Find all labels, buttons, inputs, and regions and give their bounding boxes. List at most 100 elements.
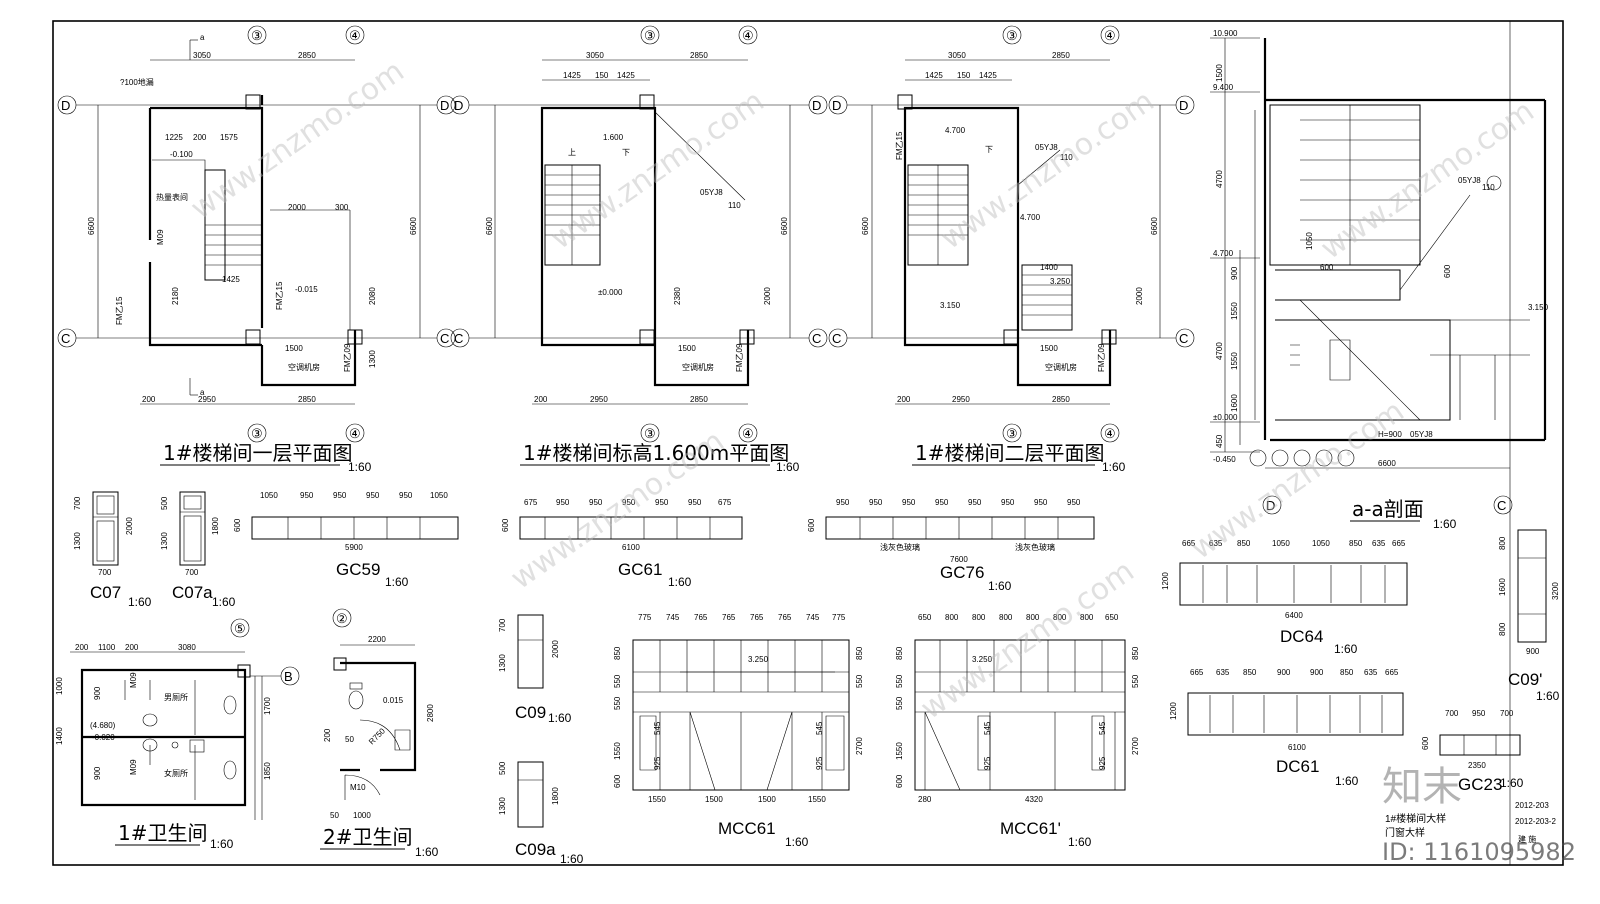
axis-d-section: D bbox=[1266, 498, 1275, 513]
plan-ground-floor: ③ ④ 3050 2850 a ?100地漏 D C D C 1225 200 … bbox=[57, 25, 456, 474]
level-label: 4.700 bbox=[1020, 213, 1041, 222]
dim-label: 2800 bbox=[426, 704, 435, 722]
sheet-frame bbox=[52, 20, 1564, 866]
dim-label: 650 bbox=[918, 613, 932, 622]
dim-label: 280 bbox=[918, 795, 932, 804]
dim-label: 2850 bbox=[298, 51, 316, 60]
dim-label: 1550 bbox=[1230, 352, 1239, 370]
level-label: 3.150 bbox=[1528, 303, 1549, 312]
axis-c-right: C bbox=[812, 331, 821, 346]
room-label: 热量表间 bbox=[156, 192, 188, 202]
dim-label: 2180 bbox=[171, 287, 180, 305]
dim-label: 635 bbox=[1209, 539, 1223, 548]
dim-label: 500 bbox=[160, 496, 169, 510]
dim-label: 600 bbox=[807, 518, 816, 532]
door-window-mcc61-prime: 650 800 800 800 800 800 800 650 3.250 85… bbox=[895, 613, 1140, 849]
dim-label: 550 bbox=[895, 674, 904, 688]
brand-logo: 知末 bbox=[1382, 764, 1462, 810]
dim-label: 200 bbox=[897, 395, 911, 404]
dim-label: 6600 bbox=[485, 217, 494, 235]
dim-label: 545 bbox=[1098, 721, 1107, 735]
dim-label: 950 bbox=[869, 498, 883, 507]
image-id: ID: 1161095982 bbox=[1382, 838, 1576, 866]
dim-label: 950 bbox=[1034, 498, 1048, 507]
door-label: FM乙09 bbox=[1097, 343, 1106, 372]
dim-label: 1500 bbox=[678, 344, 696, 353]
axis-4-top: ④ bbox=[1104, 28, 1116, 43]
dim-label: 850 bbox=[895, 646, 904, 660]
dim-label: 1850 bbox=[263, 762, 272, 780]
window-c09a: 500 1300 1800 C09a 1:60 bbox=[498, 761, 584, 866]
dim-label: 1500 bbox=[285, 344, 303, 353]
level-label: 0.015 bbox=[383, 696, 404, 705]
dim-label: 950 bbox=[300, 491, 314, 500]
dim-label: 950 bbox=[1067, 498, 1081, 507]
dim-label: 1550 bbox=[648, 795, 666, 804]
dim-label: 900 bbox=[1526, 647, 1540, 656]
watermark-layer: www.znzmo.com www.znzmo.com www.znzmo.co… bbox=[185, 54, 1576, 866]
window-name: C09a bbox=[515, 840, 556, 859]
dim-label: 2080 bbox=[368, 287, 377, 305]
section-title: a-a剖面 bbox=[1352, 497, 1424, 521]
window-scale: 1:60 bbox=[128, 595, 152, 609]
section-mark: a bbox=[200, 33, 205, 42]
dim-label: 50 bbox=[345, 735, 354, 744]
discipline-label: 建 施 bbox=[1518, 834, 1536, 844]
glass-note: 浅灰色玻璃 bbox=[880, 542, 920, 552]
level-label: ±0.000 bbox=[1213, 413, 1238, 422]
level-label: 3.250 bbox=[972, 655, 993, 664]
dim-label: 2350 bbox=[1468, 761, 1486, 770]
level-label: 10.900 bbox=[1213, 29, 1238, 38]
dim-label: 950 bbox=[836, 498, 850, 507]
window-dc61: 665 635 850 900 900 850 635 665 1200 610… bbox=[1169, 668, 1404, 788]
dim-label: 850 bbox=[1237, 539, 1251, 548]
glass-note: 浅灰色玻璃 bbox=[1015, 542, 1055, 552]
dim-label: 665 bbox=[1385, 668, 1399, 677]
dim-label: 1550 bbox=[808, 795, 826, 804]
dim-label: 765 bbox=[750, 613, 764, 622]
room-label: 男厕所 bbox=[164, 692, 188, 702]
door-label: M10 bbox=[350, 783, 366, 792]
dim-label: 700 bbox=[185, 568, 199, 577]
dim-label: 800 bbox=[1498, 536, 1507, 550]
dim-label: 600 bbox=[895, 774, 904, 788]
dim-label: 550 bbox=[895, 696, 904, 710]
dim-label: 1600 bbox=[1498, 578, 1507, 596]
door-label: M09 bbox=[156, 229, 165, 245]
door-name: MCC61 bbox=[718, 819, 776, 838]
dim-label: 700 bbox=[73, 496, 82, 510]
plan-scale: 1:60 bbox=[348, 460, 372, 474]
axis-d-left: D bbox=[61, 98, 70, 113]
dim-label: 600 bbox=[233, 518, 242, 532]
dim-label: 6600 bbox=[409, 217, 418, 235]
dim-label: 545 bbox=[815, 721, 824, 735]
dim-label: 800 bbox=[1080, 613, 1094, 622]
dim-label: 6600 bbox=[87, 217, 96, 235]
window-name: C09' bbox=[1508, 670, 1542, 689]
axis-4-top: ④ bbox=[349, 28, 361, 43]
dim-label: 2000 bbox=[125, 517, 134, 535]
dim-label: 850 bbox=[1349, 539, 1363, 548]
detail-ref: 05YJ8 bbox=[1410, 430, 1433, 439]
dim-label: 950 bbox=[1001, 498, 1015, 507]
stair-down: 下 bbox=[622, 148, 630, 157]
dim-label: 850 bbox=[613, 646, 622, 660]
window-name: GC59 bbox=[336, 560, 380, 579]
dim-label: 200 bbox=[142, 395, 156, 404]
window-scale: 1:60 bbox=[1500, 776, 1524, 790]
window-scale: 1:60 bbox=[988, 579, 1012, 593]
window-scale: 1:60 bbox=[385, 575, 409, 589]
axis-4-bottom: ④ bbox=[349, 426, 361, 441]
dim-label: 700 bbox=[498, 618, 507, 632]
level-label: 3.250 bbox=[748, 655, 769, 664]
axis-c-right: C bbox=[440, 331, 449, 346]
dim-label: 635 bbox=[1372, 539, 1386, 548]
project-name: 1#楼梯间大样 bbox=[1385, 812, 1446, 825]
window-scale: 1:60 bbox=[560, 852, 584, 866]
dim-label: 600 bbox=[1421, 736, 1430, 750]
dim-label: 1200 bbox=[1161, 572, 1170, 590]
dim-label: 675 bbox=[524, 498, 538, 507]
level-label: 9.400 bbox=[1213, 83, 1234, 92]
dim-label: 635 bbox=[1216, 668, 1230, 677]
